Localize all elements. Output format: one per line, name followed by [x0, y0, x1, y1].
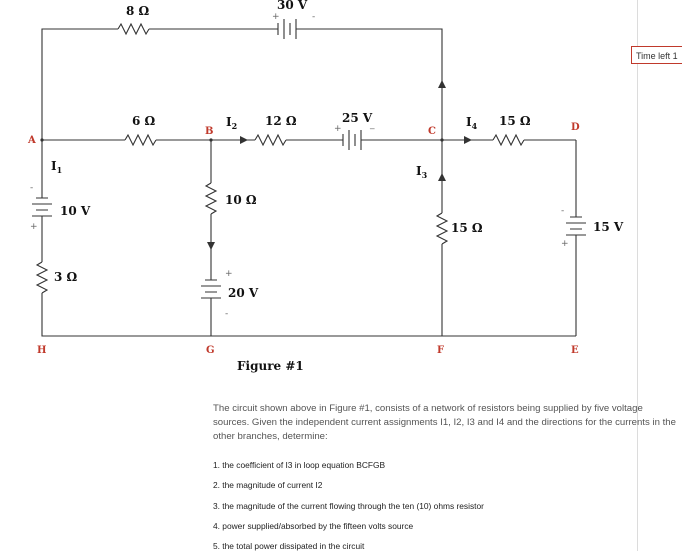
resistor-12-zigzag: [254, 133, 287, 147]
label-current-i3: I3: [416, 164, 428, 180]
label-source-30v: 30 V: [277, 0, 308, 12]
node-label-c: C: [428, 126, 436, 137]
arrow-c-up: [438, 80, 446, 88]
label-resistor-10: 10 Ω: [225, 193, 257, 207]
label-source-25v: 25 V: [342, 111, 373, 125]
label-current-i4: I4: [466, 115, 478, 131]
question-panel: [0, 0, 638, 551]
question-item: 2. the magnitude of current I2: [213, 480, 323, 491]
resistor-3-zigzag: [35, 261, 49, 294]
node-label-g: G: [206, 345, 215, 356]
resistor-8-zigzag: [117, 22, 150, 36]
sign-10v-plus: +: [30, 222, 38, 232]
arrow-i2: [240, 136, 248, 144]
battery-10v: [32, 197, 52, 217]
label-source-15v: 15 V: [593, 220, 624, 234]
label-resistor-6: 6 Ω: [132, 114, 156, 128]
node-label-a: A: [27, 135, 36, 146]
question-item: 1. the coefficient of I3 in loop equatio…: [213, 460, 386, 470]
wire-top-right: [296, 28, 443, 140]
sign-25v-plus: +: [334, 124, 342, 134]
question-list: 1. the coefficient of I3 in loop equatio…: [213, 458, 633, 559]
circuit-figure: A B C D E F G H 8 Ω 30 V + - 6 Ω 12 Ω 25…: [27, 0, 624, 373]
sign-30v-plus: +: [272, 12, 280, 22]
wire-left-lower: [41, 293, 576, 337]
label-source-10v: 10 V: [60, 204, 91, 218]
question-item: 5. the total power dissipated in the cir…: [213, 541, 365, 552]
label-resistor-8: 8 Ω: [126, 4, 150, 18]
label-current-i2: I2: [226, 115, 237, 131]
node-label-e: E: [571, 345, 579, 356]
arrow-i4: [464, 136, 472, 144]
battery-30v: [277, 19, 297, 39]
time-left-indicator: Time left 1: [631, 46, 682, 64]
battery-15v: [566, 216, 586, 236]
label-resistor-15-cd: 15 Ω: [499, 114, 531, 128]
junction-a: [40, 138, 44, 142]
label-resistor-12: 12 Ω: [265, 114, 297, 128]
figure-caption: Figure #1: [237, 359, 304, 373]
junction-c: [440, 138, 444, 142]
arrow-b-down: [207, 242, 215, 250]
node-label-h: H: [37, 345, 46, 356]
sign-15v-plus: +: [561, 239, 569, 249]
sign-30v-minus: -: [312, 12, 315, 22]
node-label-f: F: [437, 345, 444, 356]
problem-description: The circuit shown above in Figure #1, co…: [213, 403, 676, 442]
sign-15v-minus: -: [561, 206, 564, 216]
sign-20v-plus: +: [225, 269, 233, 279]
panel-border: [637, 0, 638, 551]
wire-top: [41, 28, 118, 140]
resistor-6-zigzag: [124, 133, 157, 147]
question-item: 3. the magnitude of the current flowing …: [213, 500, 484, 511]
label-resistor-15-cf: 15 Ω: [451, 221, 483, 235]
sign-10v-minus: -: [30, 183, 33, 193]
sign-20v-minus: -: [225, 309, 228, 319]
junction-b: [209, 138, 213, 142]
label-current-i1: I1: [51, 159, 62, 175]
resistor-10-zigzag: [204, 182, 218, 215]
battery-25v: [342, 130, 362, 150]
battery-20v: [201, 279, 221, 299]
arrow-i3: [438, 173, 446, 181]
resistor-15-cd-zigzag: [492, 133, 525, 147]
label-resistor-3: 3 Ω: [54, 270, 78, 284]
resistor-15-cf-zigzag: [435, 212, 449, 245]
question-item: 4. power supplied/absorbed by the fiftee…: [213, 520, 414, 531]
label-source-20v: 20 V: [228, 286, 259, 300]
node-label-d: D: [571, 122, 580, 133]
node-label-b: B: [205, 126, 213, 137]
sign-25v-minus: _: [369, 120, 375, 130]
